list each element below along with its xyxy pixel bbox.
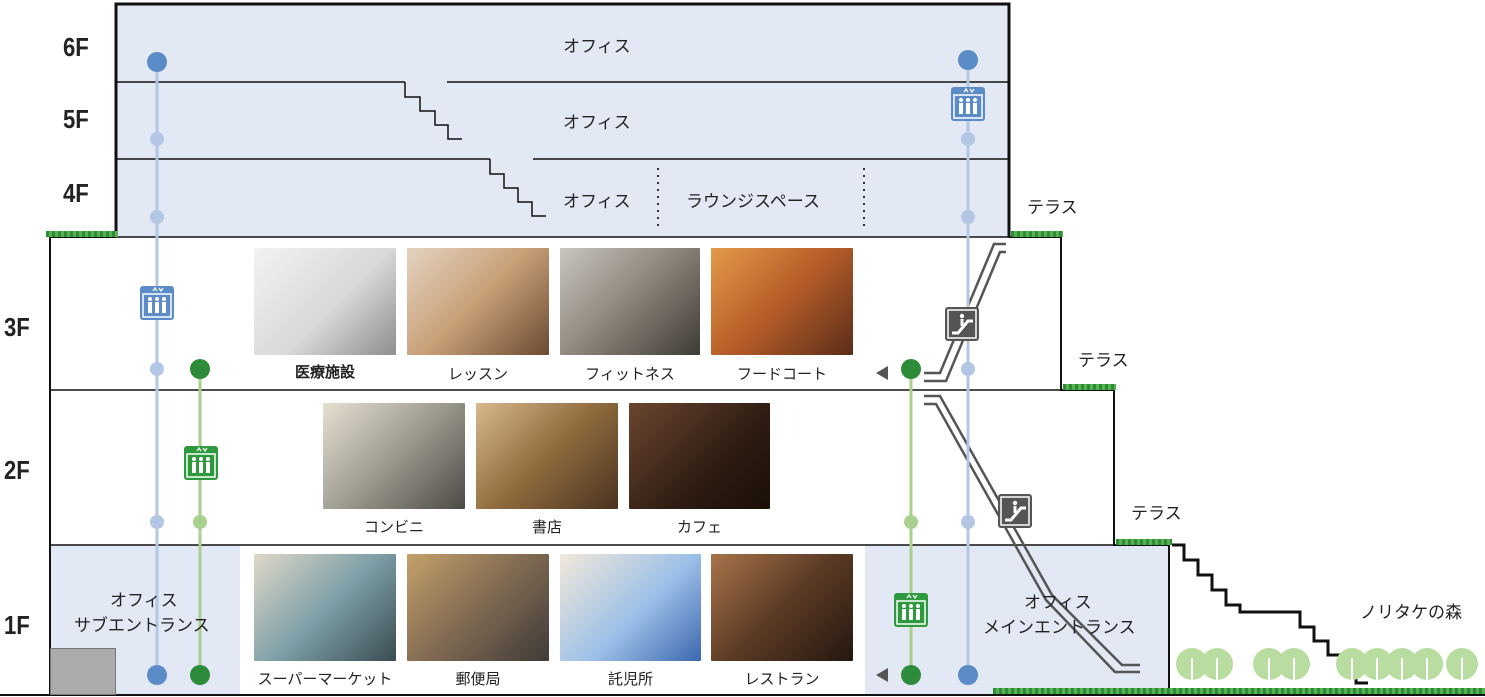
f5-office-label: オフィス	[563, 113, 631, 133]
floor-label-3f: 3F	[4, 312, 30, 342]
caption-food-court: フードコート	[736, 365, 827, 383]
office-zone-4-6f	[116, 4, 1009, 237]
terrace-label-3f: テラス	[1078, 351, 1129, 371]
escalator-icon	[945, 307, 979, 341]
arrow-left-icon	[874, 364, 890, 382]
photo-convenience-store	[323, 403, 465, 509]
main-entrance-label-line1: オフィス	[1024, 593, 1092, 613]
photo-cafe	[629, 403, 770, 509]
photo-restaurant	[711, 554, 853, 661]
main-entrance-label-line2: メインエントランス	[983, 618, 1136, 638]
f6-office-label: オフィス	[563, 37, 631, 57]
caption-medical: 医療施設	[294, 363, 355, 381]
sub-entrance-label-line1: オフィス	[110, 591, 178, 611]
f4-lounge-label: ラウンジスペース	[686, 192, 820, 212]
photo-food-court	[711, 248, 853, 355]
caption-lesson: レッスン	[447, 365, 508, 383]
caption-restaurant: レストラン	[744, 670, 820, 688]
forest-trees	[1176, 648, 1478, 686]
grass-terrace-3f	[1063, 384, 1116, 390]
elevator-icon	[140, 286, 174, 320]
floor-label-6f: 6F	[63, 32, 89, 62]
floor-label-4f: 4F	[63, 178, 89, 208]
f4-office-label: オフィス	[563, 192, 631, 212]
caption-supermarket: スーパーマーケット	[257, 670, 393, 688]
photo-fitness	[560, 248, 700, 355]
caption-bookstore: 書店	[531, 518, 562, 536]
photo-medical	[254, 248, 396, 355]
grass-terrace-4f	[1011, 231, 1063, 237]
photo-lesson	[407, 248, 549, 355]
photo-supermarket	[254, 554, 396, 661]
parking-block	[50, 648, 116, 695]
sub-entrance-label-line2: サブエントランス	[74, 616, 210, 636]
grass-terrace-2f	[1116, 539, 1172, 545]
caption-fitness: フィットネス	[585, 365, 675, 383]
floor-label-5f: 5F	[63, 104, 89, 134]
photo-post-office	[407, 554, 549, 661]
caption-convenience-store: コンビニ	[363, 518, 424, 536]
floor-label-1f: 1F	[4, 610, 30, 640]
floor-label-2f: 2F	[4, 455, 30, 485]
terrace-label-4f: テラス	[1027, 198, 1078, 218]
grass-roof-left	[46, 231, 118, 237]
terrace-label-2f: テラス	[1131, 504, 1182, 524]
caption-nursery: 託児所	[607, 670, 653, 688]
arrow-left-icon	[874, 666, 890, 684]
caption-cafe: カフェ	[676, 518, 722, 536]
forest-label: ノリタケの森	[1360, 603, 1462, 623]
photo-bookstore	[476, 403, 618, 509]
caption-post-office: 郵便局	[455, 670, 501, 688]
grass-ground	[993, 688, 1485, 694]
photo-nursery	[560, 554, 701, 661]
elevator-icon	[951, 87, 985, 121]
tree-icon	[1176, 648, 1240, 684]
elevator-icon	[184, 446, 218, 480]
elevator-icon	[894, 593, 928, 627]
escalator-icon	[998, 494, 1032, 528]
